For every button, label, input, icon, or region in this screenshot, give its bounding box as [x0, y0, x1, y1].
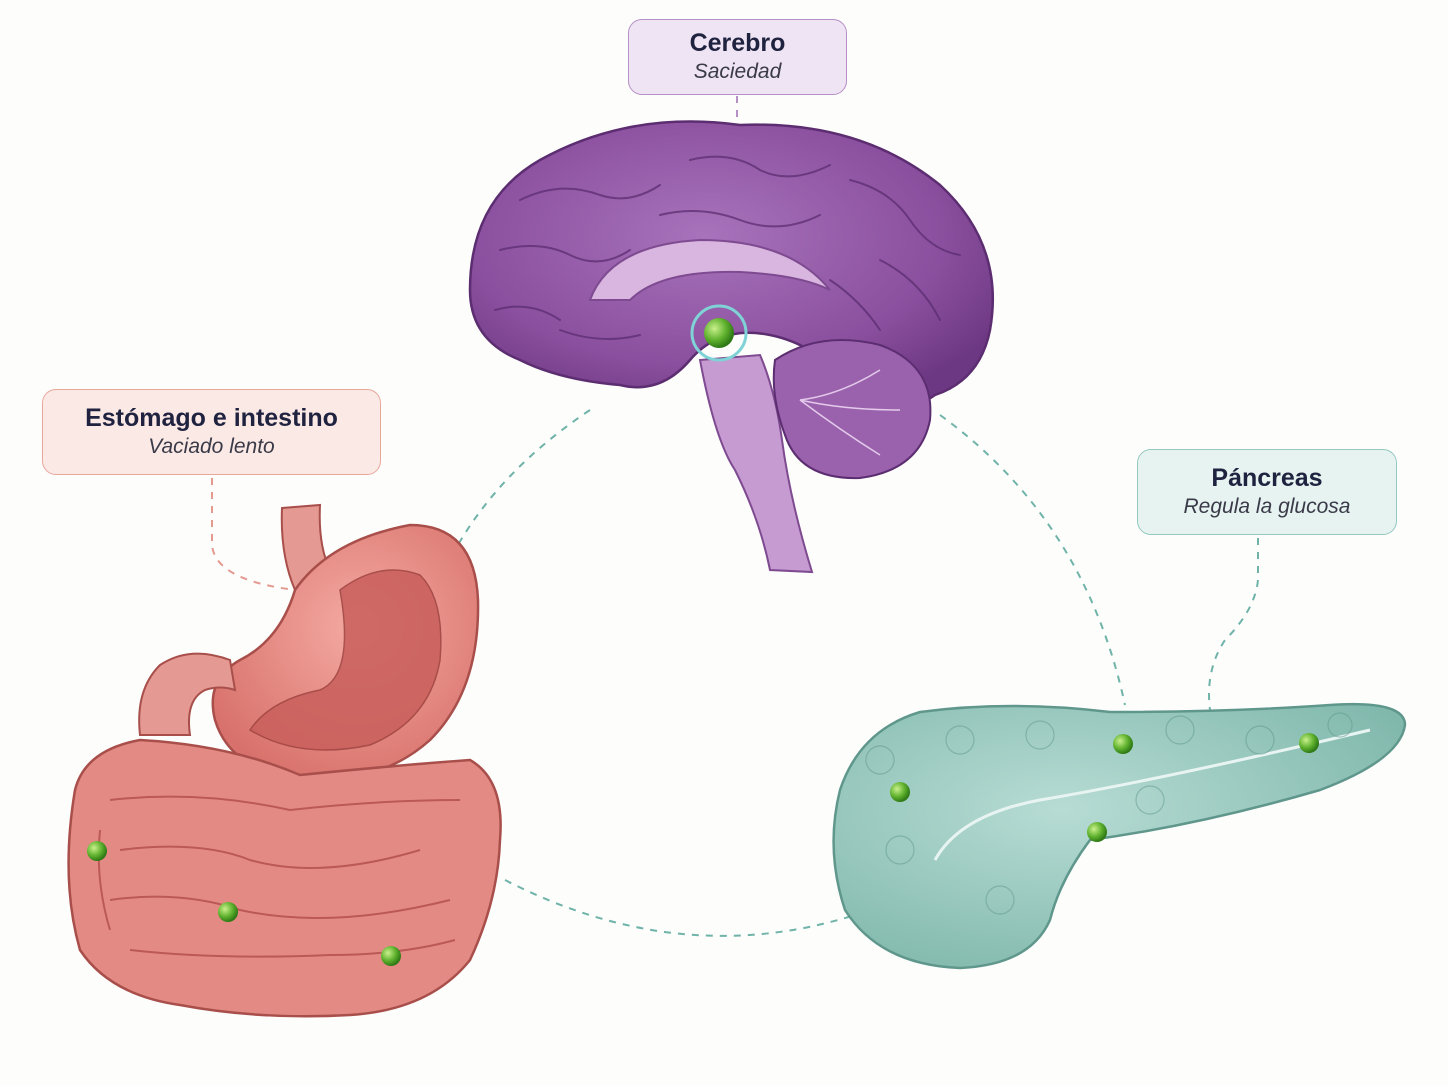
- pancreas-receptor-dot-1: [890, 782, 910, 802]
- intestine-receptor-dot-1: [87, 841, 107, 861]
- brain-illustration: [470, 122, 993, 572]
- brain-label-subtitle: Saciedad: [629, 58, 846, 86]
- hypothalamus-receptor-dot: [704, 318, 734, 348]
- intestine-receptor-dot-3: [381, 946, 401, 966]
- pancreas-receptor-dot-3: [1299, 733, 1319, 753]
- intestine: [69, 740, 501, 1016]
- brain-label: Cerebro Saciedad: [628, 19, 847, 95]
- gut-label: Estómago e intestino Vaciado lento: [42, 389, 381, 475]
- pancreas-receptor-dot-2: [1113, 734, 1133, 754]
- connector-gut-pancreas: [505, 880, 855, 936]
- stomach-intestine-illustration: [69, 505, 501, 1016]
- pancreas-receptor-dot-4: [1087, 822, 1107, 842]
- pancreas-label-subtitle: Regula la glucosa: [1138, 493, 1396, 521]
- brain-label-title: Cerebro: [629, 28, 846, 58]
- pancreas-illustration: [834, 704, 1405, 968]
- pancreas-label-title: Páncreas: [1138, 463, 1396, 493]
- connector-brain-gut: [455, 410, 590, 550]
- connector-brain-pancreas: [940, 415, 1125, 705]
- gut-label-subtitle: Vaciado lento: [43, 433, 380, 461]
- cerebellum: [774, 340, 931, 478]
- connector-pancreas-label: [1209, 538, 1258, 710]
- pancreas-label: Páncreas Regula la glucosa: [1137, 449, 1397, 535]
- gut-label-title: Estómago e intestino: [43, 403, 380, 433]
- intestine-receptor-dot-2: [218, 902, 238, 922]
